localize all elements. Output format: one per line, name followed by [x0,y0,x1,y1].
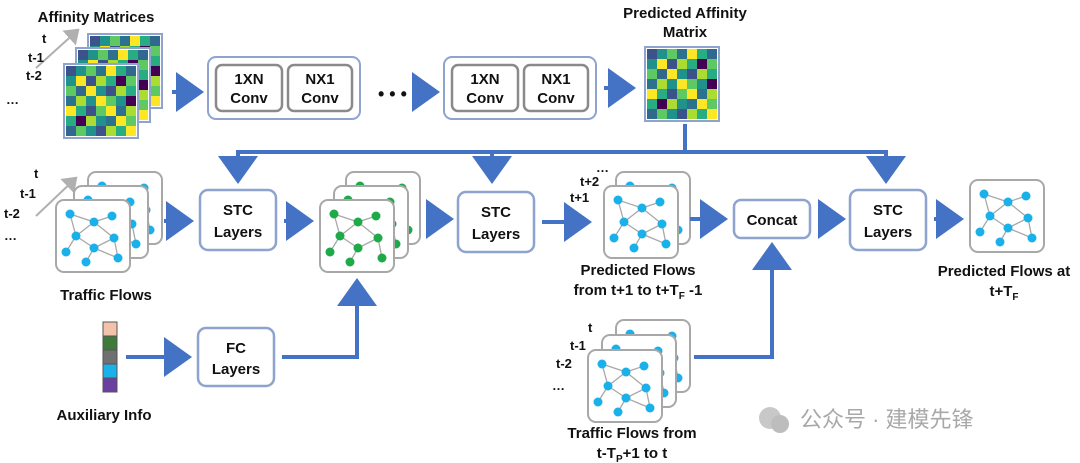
pf-ellipsis: … [596,160,609,175]
predicted-flows-stack: … t+2 t+1 Predicted Flows from t+1 to t+… [570,160,702,302]
conv-1xn-label-2: Conv [230,90,268,107]
stc1-label-1: STC [223,202,253,219]
aux-cell-0 [102,321,118,337]
predicted-affinity-label-2: Matrix [663,24,708,41]
pf-time-t-1: t+1 [570,190,589,205]
concat-box: Concat [732,198,812,240]
watermark: 公众号 · 建模先锋 [759,407,974,433]
conv2-nx1-label-2: Conv [537,90,575,107]
conv-1xn [214,63,284,113]
affinity-matrices-label: Affinity Matrices [38,9,155,26]
watermark-text: 公众号 · 建模先锋 [800,407,974,432]
predicted-heatmap [644,46,720,122]
conv2-1xn [450,63,520,113]
fc-layers: FC Layers [196,326,276,388]
output-label-1: Predicted Flows at [938,263,1071,280]
tf-time-t-1: t-1 [20,186,36,201]
aux-cell-3 [102,363,118,379]
aux-cell-2 [102,349,118,365]
conv-block-1: 1XN Conv NX1 Conv [207,56,361,120]
stc3-label-2: Layers [864,224,912,241]
stc-layers-2: STC Layers [456,190,536,254]
auxiliary-info-label: Auxiliary Info [56,407,151,424]
tf-time-t-2: t-2 [4,206,20,221]
auxiliary-info: Auxiliary Info [56,321,152,424]
tf-time-t: t [34,166,39,181]
traffic-flows-stack: t t-1 t-2 … Traffic Flows [4,166,163,304]
hist-time-t-2: t-2 [556,356,572,371]
predicted-affinity-matrix: Predicted Affinity Matrix [623,5,747,122]
arrow-fc-to-hidden [282,278,377,359]
predicted-flows-label-1: Predicted Flows [580,262,695,279]
heatmap-front [63,63,139,139]
traffic-graph-front [55,199,131,273]
output-graph: Predicted Flows at t+TF [938,179,1071,303]
pf-time-t-2: t+2 [580,174,599,189]
fc-label-2: Layers [212,361,260,378]
hist-label-2: t-TP+1 to t [597,445,667,463]
tf-time-ellipsis: … [4,228,17,243]
conv2-nx1-label-1: NX1 [541,71,570,88]
conv-block-2: 1XN Conv NX1 Conv [443,56,597,120]
aux-cell-1 [102,335,118,351]
stc2-label-1: STC [481,204,511,221]
time-axis-arrow [35,28,80,69]
concat-label: Concat [747,212,798,229]
hist-ellipsis: … [552,378,565,393]
stc3-label-1: STC [873,202,903,219]
affinity-matrices-stack: Affinity Matrices t t-1 t-2 … [6,9,163,139]
time-label-t-2: t-2 [26,68,42,83]
output-label-2: t+TF [989,283,1018,303]
time-axis-arrow-2 [35,176,78,217]
stc-layers-1: STC Layers [198,188,278,252]
conv-nx1 [286,63,354,113]
hist-label-1: Traffic Flows from [567,425,696,442]
hidden-graph-stack [319,171,421,273]
stc-layers-3: STC Layers [848,188,928,252]
fc-label-1: FC [226,340,246,357]
traffic-flows-label: Traffic Flows [60,287,152,304]
conv-nx1-label-1: NX1 [305,71,334,88]
conv2-nx1 [522,63,590,113]
conv-repeat-dots: • • • [378,84,407,104]
predicted-affinity-label-1: Predicted Affinity [623,5,747,22]
predicted-flows-label-2: from t+1 to t+TF -1 [574,282,703,302]
conv2-1xn-label-1: 1XN [470,71,499,88]
history-traffic-stack: t t-1 t-2 … Traffic Flows from t-TP+1 to… [552,319,697,463]
hist-time-t-1: t-1 [570,338,586,353]
aux-cell-4 [102,377,118,393]
arrow-history-to-concat [694,242,792,359]
conv-nx1-label-2: Conv [301,90,339,107]
stc2-label-2: Layers [472,226,520,243]
stc1-label-2: Layers [214,224,262,241]
hist-time-t: t [588,320,593,335]
time-label-t-1: t-1 [28,50,44,65]
conv2-1xn-label-2: Conv [466,90,504,107]
affinity-distribution-bus [218,124,906,184]
time-ellipsis: … [6,92,19,107]
time-label-t: t [42,31,47,46]
conv-1xn-label-1: 1XN [234,71,263,88]
